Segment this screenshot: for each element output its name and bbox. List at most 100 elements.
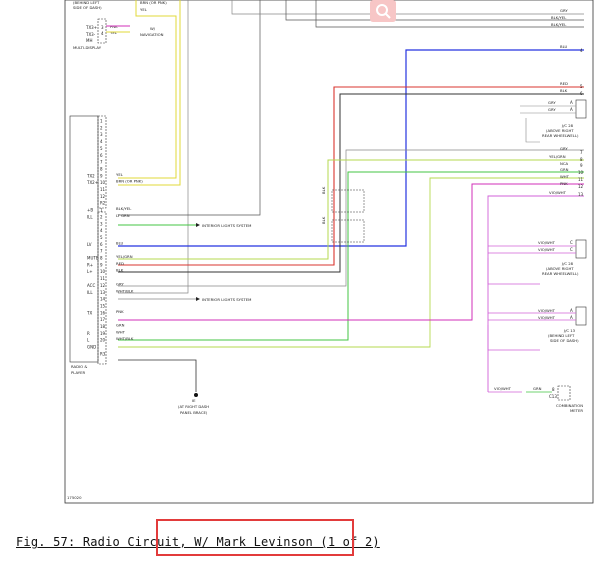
radio-pin-number: 3 <box>100 221 103 226</box>
pin-12-r: 12 <box>578 184 584 189</box>
radio-pin-number: 6 <box>100 153 103 158</box>
wire-label-blk-r: BLK <box>560 88 568 93</box>
spk-rl-desc-2: SIDE OF DASH) <box>550 338 579 343</box>
ground-desc-1: (AT RIGHT DASH <box>178 404 209 409</box>
pin-5-r: 5 <box>580 84 583 89</box>
pin-13-r: 13 <box>578 192 584 197</box>
radio-pin-name: MUTE <box>87 256 99 261</box>
radio-pin-number: 5 <box>100 235 103 240</box>
spk-rr2-wire-2: VIO/WHT <box>538 247 556 252</box>
wire-label-red-r: RED <box>560 81 568 86</box>
radio-pin-name: R <box>87 331 90 336</box>
radio-pin-number: 11 <box>100 276 106 281</box>
radio-connector-lower <box>97 211 107 365</box>
radio-pin-number: 12 <box>100 283 106 288</box>
spk-rl-pin-1: A <box>570 308 573 313</box>
wire-label-yel-top2: YEL <box>140 7 148 12</box>
wire-wht-19 <box>118 177 584 348</box>
spk-rr-id: J/C 28 <box>561 123 574 128</box>
wire-label-gry-r: GRY <box>560 8 568 13</box>
search-icon <box>376 4 391 19</box>
radio-pin-number: 18 <box>100 324 106 329</box>
w-navigation-1: W/ <box>150 26 156 31</box>
radio-pin-number: 9 <box>100 262 103 267</box>
radio-pin-name: +B <box>87 208 93 213</box>
spk-rl-desc-1: (BEHIND LEFT <box>548 333 575 338</box>
spk-rr2-connector <box>575 239 587 259</box>
spk-rl-connector <box>575 306 587 326</box>
pin-6-r: 6 <box>580 91 583 96</box>
radio-pin-number: 7 <box>100 249 103 254</box>
radio-pin-number: 15 <box>100 303 106 308</box>
footer-code: 175020 <box>67 495 82 500</box>
wire-label-nca: NCA <box>560 161 568 166</box>
wire-brn-vertical <box>118 0 181 186</box>
top-left-location-1: (BEHIND LEFT <box>73 0 100 5</box>
radio-pin-wire-color: WHT/BLK <box>116 336 134 341</box>
wire-yelgrn-mute <box>118 159 584 260</box>
combo-meter-label-1: COMBINATION <box>556 403 583 408</box>
spk-rr2-bracket <box>487 258 540 285</box>
splice-box-1 <box>331 189 365 213</box>
spk-rr-bracket <box>525 118 540 143</box>
ground-id: IE <box>192 398 196 403</box>
radio-pin-wire-color: WHT <box>116 329 126 334</box>
wire-label-yelgrn: YEL/GRN <box>549 154 566 159</box>
combo-meter-wire-vio-label: VIO/WHT <box>494 386 512 391</box>
radio-pin-wire-color: PNK <box>116 309 124 314</box>
wire-blu-lv <box>118 49 584 247</box>
pin-10-r: 10 <box>578 170 584 175</box>
ground-point <box>194 393 198 397</box>
radio-pin-number: 2 <box>100 214 103 219</box>
radio-connector-upper <box>97 115 107 209</box>
spk-rl-bracket <box>487 325 540 351</box>
spk-rr2-pin-1: C <box>570 240 573 245</box>
pin-11-r: 11 <box>578 177 584 182</box>
radio-pin-wire-color: RED <box>116 261 124 266</box>
combo-meter-connector <box>557 385 571 401</box>
wire-label-grn-r: GRN <box>560 167 569 172</box>
search-overlay-badge[interactable] <box>370 0 396 22</box>
radio-label-2: PLAYER <box>71 370 86 375</box>
caption-highlight-box <box>156 519 354 556</box>
ground-desc-2: PANEL BRACE) <box>180 410 208 415</box>
radio-pin-name: TX <box>86 310 92 315</box>
spk-rl-wire-2: VIO/WHT <box>538 315 556 320</box>
spk-rr2-id: J/C 28 <box>561 261 574 266</box>
pin-8-r: 8 <box>580 157 583 162</box>
spk-rr-wire-1: GRY <box>548 100 556 105</box>
wire-label-blkyel-r2: BLK/YEL <box>551 22 567 27</box>
splice-label-blk-1: BLK <box>321 186 326 194</box>
radio-pin-wire-color: BRN (OR PNK) <box>116 179 143 184</box>
wiring-diagram: (BEHIND LEFT SIDE OF DASH) TX3+ TX3- MH … <box>64 0 594 504</box>
spk-rr-wire-2: GRY <box>548 107 556 112</box>
wire-blkyel-top <box>118 0 261 216</box>
radio-pin-number: 4 <box>100 139 103 144</box>
w-navigation-2: NAVIGATION <box>140 32 164 37</box>
radio-pin-name: TX2+ <box>86 180 98 185</box>
radio-pin-number: 12 <box>100 194 106 199</box>
radio-pin-number: 1 <box>100 119 103 124</box>
radio-pin-wire-color: LT GRN <box>116 213 130 218</box>
interior-lights-2: INTERIOR LIGHTS SYSTEM <box>202 297 251 302</box>
spk-rr2-desc-2: REAR WHEELWELL) <box>542 271 579 276</box>
multi-display-connector <box>97 18 107 44</box>
combo-meter-wire-grn-label: GRN <box>533 386 542 391</box>
radio-pin-wire-color: BLK/YEL <box>116 206 132 211</box>
radio-pin-number: 17 <box>100 317 106 322</box>
spk-rr2-desc-1: (ABOVE RIGHT <box>546 266 574 271</box>
radio-pin-wire-color: GRN <box>116 323 125 328</box>
radio-pin-wire-color: GRY <box>116 281 124 286</box>
wire-gry-top <box>118 0 189 294</box>
spk-rl-pin-2: A <box>570 315 573 320</box>
radio-pin-name: TX2 <box>86 173 95 178</box>
arrow-interior-lights-1 <box>196 223 200 227</box>
wire-violet-13 <box>487 195 584 392</box>
radio-pin-number: 14 <box>100 297 106 302</box>
multi-display-label: MULTI-DISPLAY <box>73 45 102 50</box>
wire-blk-lp <box>118 93 584 273</box>
radio-pin-number: 11 <box>100 187 106 192</box>
pin-9-r: 9 <box>580 163 583 168</box>
radio-pin-number: R3 <box>100 351 106 356</box>
